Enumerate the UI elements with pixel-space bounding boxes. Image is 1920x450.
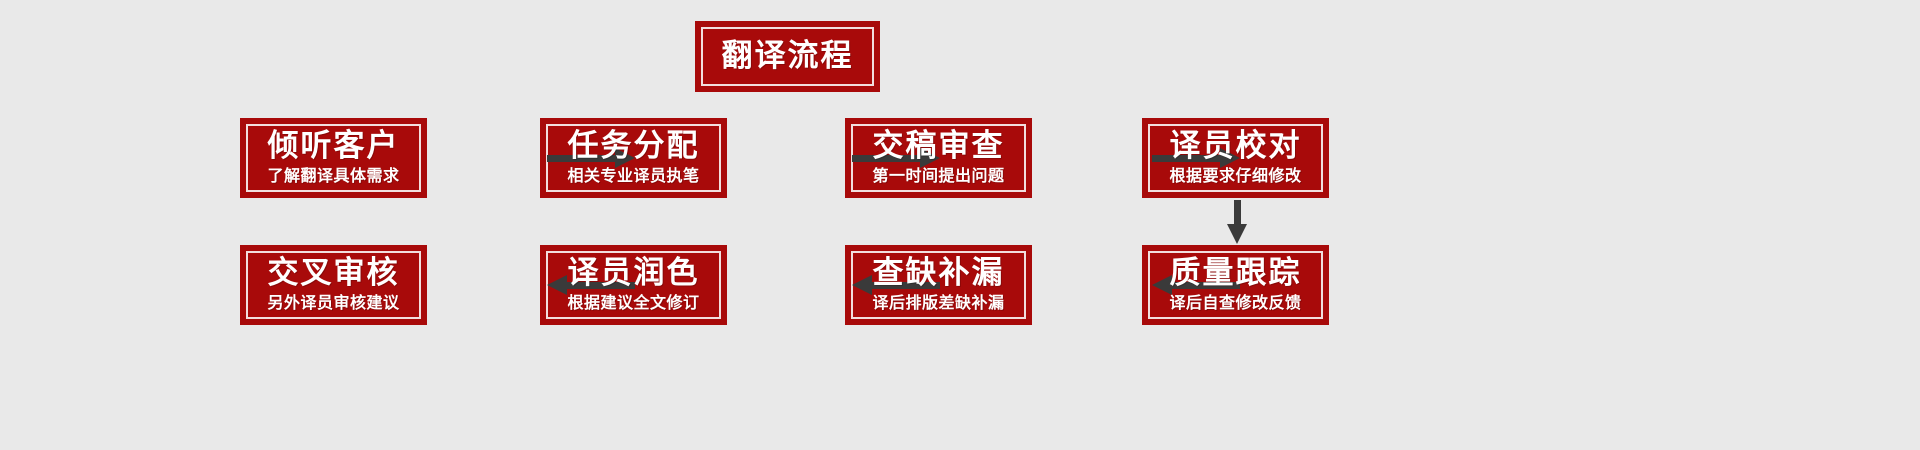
arrow-shaft — [852, 155, 922, 162]
node-title: 译员润色 — [567, 255, 700, 291]
node-title: 查缺补漏 — [872, 255, 1005, 291]
node-subtitle: 另外译员审核建议 — [267, 294, 400, 312]
node-title: 交叉审核 — [267, 255, 400, 291]
arrow-shaft — [565, 282, 635, 289]
node-title: 译员校对 — [1169, 128, 1302, 164]
arrow-head — [920, 148, 940, 168]
arrow-shaft — [1152, 155, 1222, 162]
flowchart-title-label: 翻译流程 — [721, 38, 854, 74]
arrow-head — [852, 275, 872, 295]
node-subtitle: 第一时间提出问题 — [872, 167, 1005, 185]
node-cross-review[interactable]: 交叉审核 另外译员审核建议 — [240, 245, 427, 325]
arrow-left-icon — [852, 272, 940, 298]
node-subtitle: 根据要求仔细修改 — [1169, 167, 1302, 185]
arrow-head — [1220, 148, 1240, 168]
arrow-head — [1227, 224, 1247, 244]
node-subtitle: 译后排版差缺补漏 — [872, 294, 1005, 312]
node-gap-filling[interactable]: 查缺补漏 译后排版差缺补漏 — [845, 245, 1032, 325]
node-draft-review[interactable]: 交稿审查 第一时间提出问题 — [845, 118, 1032, 198]
node-listen-customer[interactable]: 倾听客户 了解翻译具体需求 — [240, 118, 427, 198]
node-title: 倾听客户 — [267, 128, 400, 164]
arrow-head — [615, 148, 635, 168]
arrow-head — [547, 275, 567, 295]
arrow-shaft — [1170, 282, 1240, 289]
node-quality-tracking[interactable]: 质量跟踪 译后自查修改反馈 — [1142, 245, 1329, 325]
node-title: 质量跟踪 — [1169, 255, 1302, 291]
arrow-shaft — [870, 282, 940, 289]
node-subtitle: 相关专业译员执笔 — [567, 167, 700, 185]
arrow-down-icon — [1225, 200, 1251, 244]
arrow-shaft — [547, 155, 617, 162]
node-translator-proofreading[interactable]: 译员校对 根据要求仔细修改 — [1142, 118, 1329, 198]
arrow-right-icon — [852, 145, 940, 171]
node-title: 交稿审查 — [872, 128, 1005, 164]
arrow-right-icon — [547, 145, 635, 171]
node-subtitle: 根据建议全文修订 — [567, 294, 700, 312]
arrow-shaft — [1234, 200, 1241, 226]
node-subtitle: 译后自查修改反馈 — [1169, 294, 1302, 312]
node-subtitle: 了解翻译具体需求 — [267, 167, 400, 185]
arrow-head — [1152, 275, 1172, 295]
node-task-assignment[interactable]: 任务分配 相关专业译员执笔 — [540, 118, 727, 198]
arrow-left-icon — [547, 272, 635, 298]
node-translator-polishing[interactable]: 译员润色 根据建议全文修订 — [540, 245, 727, 325]
arrow-right-icon — [1152, 145, 1240, 171]
node-title: 任务分配 — [567, 128, 700, 164]
flowchart-title-box: 翻译流程 — [695, 21, 880, 92]
arrow-left-icon — [1152, 272, 1240, 298]
